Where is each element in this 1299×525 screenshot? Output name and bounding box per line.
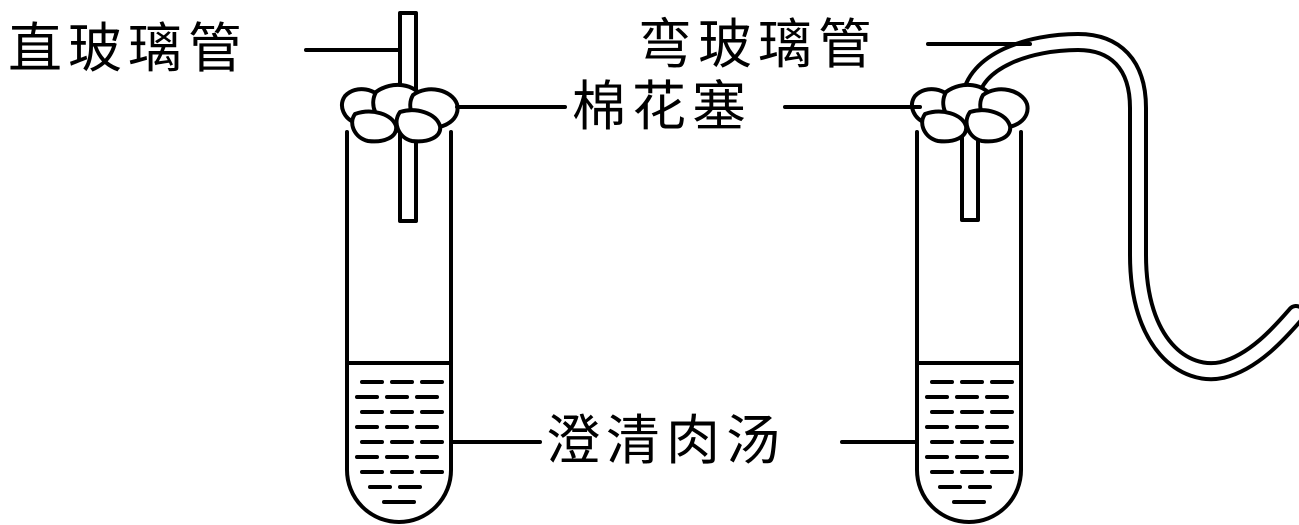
bent-tube-inner-stub [960, 128, 980, 222]
right-cotton-plug [910, 82, 1030, 144]
cotton-plug-label: 棉花塞 [572, 75, 752, 138]
left-broth [345, 361, 453, 504]
bent-tube-label: 弯玻璃管 [638, 13, 878, 76]
left-cotton-plug [340, 82, 460, 144]
straight-tube-label: 直玻璃管 [8, 17, 248, 80]
left-test-tube [345, 130, 453, 524]
broth-label: 澄清肉汤 [546, 409, 786, 472]
bent-glass-tube [960, 32, 1299, 382]
right-broth [915, 361, 1023, 504]
right-test-tube [915, 130, 1023, 524]
